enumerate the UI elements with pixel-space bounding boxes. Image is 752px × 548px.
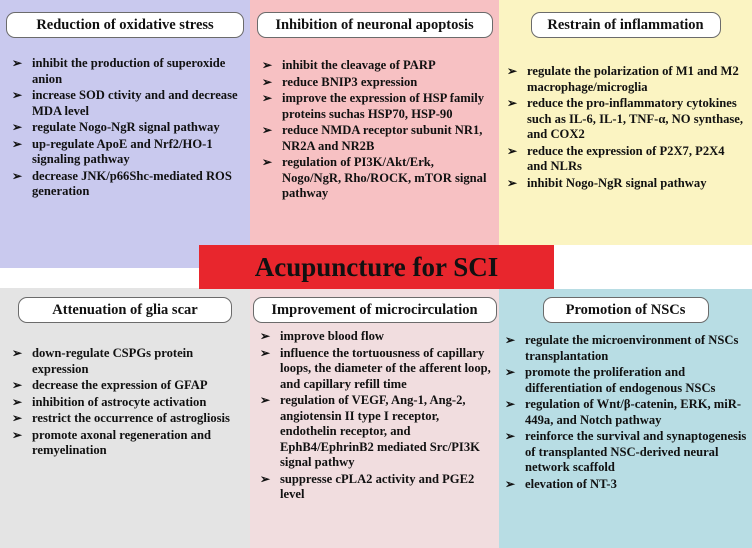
arrow-bullet-icon: ➢ [12, 168, 23, 183]
arrow-bullet-icon: ➢ [505, 429, 516, 443]
arrow-bullet-icon: ➢ [507, 96, 518, 110]
panel-neuronal-apoptosis: Inhibition of neuronal apoptosis ➢inhibi… [250, 0, 499, 245]
arrow-bullet-icon: ➢ [12, 394, 23, 409]
item-list: ➢regulate the microenvironment of NSCs t… [505, 333, 747, 493]
list-item: ➢reduce the expression of P2X7, P2X4 and… [507, 143, 725, 174]
list-item: ➢up-regulate ApoE and Nrf2/HO-1 signalin… [12, 136, 213, 167]
list-item: ➢regulation of PI3K/Akt/Erk, Nogo/NgR, R… [262, 155, 487, 200]
list-item: ➢down-regulate CSPGs protein expression [12, 346, 194, 376]
arrow-bullet-icon: ➢ [260, 329, 271, 343]
panel-nscs: Promotion of NSCs ➢regulate the microenv… [499, 289, 752, 548]
arrow-bullet-icon: ➢ [505, 365, 516, 379]
arrow-bullet-icon: ➢ [262, 155, 273, 169]
list-item: ➢inhibit Nogo-NgR signal pathway [507, 175, 707, 190]
item-list: ➢down-regulate CSPGs protein expression … [12, 346, 244, 460]
list-item: ➢promote the proliferation and different… [505, 365, 716, 395]
arrow-bullet-icon: ➢ [262, 58, 273, 72]
arrow-bullet-icon: ➢ [262, 123, 273, 137]
list-item: ➢reduce BNIP3 expression [262, 74, 418, 89]
arrow-bullet-icon: ➢ [12, 136, 23, 151]
list-item: ➢influence the tortuousness of capillary… [260, 345, 491, 391]
list-item: ➢reduce the pro-inflammatory cytokines s… [507, 96, 744, 141]
list-item: ➢improve blood flow [260, 329, 385, 343]
panel-title: Attenuation of glia scar [18, 297, 232, 323]
list-item: ➢inhibit the cleavage of PARP [262, 58, 436, 72]
arrow-bullet-icon: ➢ [12, 411, 23, 425]
panel-title: Promotion of NSCs [542, 297, 709, 323]
item-list: ➢inhibit the production of superoxide an… [12, 56, 242, 201]
arrow-bullet-icon: ➢ [12, 120, 23, 134]
list-item: ➢reinforce the survival and synaptogenes… [505, 429, 747, 474]
arrow-bullet-icon: ➢ [260, 471, 271, 486]
list-item: ➢regulate the microenvironment of NSCs t… [505, 333, 739, 363]
panel-title: Improvement of microcirculation [252, 297, 497, 323]
list-item: ➢suppresse cPLA2 activity and PGE2 level [260, 471, 475, 502]
center-title: Acupuncture for SCI [199, 245, 554, 289]
panel-glia-scar: Attenuation of glia scar ➢down-regulate … [0, 288, 250, 548]
arrow-bullet-icon: ➢ [262, 74, 273, 89]
list-item: ➢reduce NMDA receptor subunit NR1, NR2A … [262, 123, 483, 153]
item-list: ➢inhibit the cleavage of PARP ➢reduce BN… [262, 58, 494, 203]
arrow-bullet-icon: ➢ [12, 427, 23, 442]
arrow-bullet-icon: ➢ [505, 476, 516, 491]
item-list: ➢regulate the polarization of M1 and M2 … [507, 64, 745, 192]
arrow-bullet-icon: ➢ [260, 345, 271, 360]
arrow-bullet-icon: ➢ [507, 64, 518, 78]
arrow-bullet-icon: ➢ [12, 378, 23, 392]
arrow-bullet-icon: ➢ [505, 397, 516, 411]
arrow-bullet-icon: ➢ [12, 346, 23, 360]
list-item: ➢restrict the occurrence of astrogliosis [12, 411, 230, 425]
panel-title: Restrain of inflammation [530, 12, 721, 38]
arrow-bullet-icon: ➢ [507, 143, 518, 158]
list-item: ➢decrease JNK/p66Shc-mediated ROS genera… [12, 168, 232, 199]
arrow-bullet-icon: ➢ [507, 175, 518, 190]
list-item: ➢increase SOD ctivity and and decrease M… [12, 88, 238, 118]
list-item: ➢inhibit the production of superoxide an… [12, 56, 226, 86]
panel-microcirculation: Improvement of microcirculation ➢improve… [250, 289, 499, 548]
list-item: ➢decrease the expression of GFAP [12, 378, 208, 392]
panel-title: Inhibition of neuronal apoptosis [256, 12, 493, 38]
panel-inflammation: Restrain of inflammation ➢regulate the p… [499, 0, 752, 245]
list-item: ➢inhibition of astrocyte activation [12, 394, 207, 409]
arrow-bullet-icon: ➢ [262, 91, 273, 105]
arrow-bullet-icon: ➢ [260, 393, 271, 407]
list-item: ➢improve the expression of HSP family pr… [262, 91, 485, 121]
arrow-bullet-icon: ➢ [505, 333, 516, 347]
item-list: ➢improve blood flow ➢influence the tortu… [260, 329, 496, 504]
list-item: ➢regulate the polarization of M1 and M2 … [507, 64, 739, 94]
panel-oxidative-stress: Reduction of oxidative stress ➢inhibit t… [0, 0, 250, 268]
arrow-bullet-icon: ➢ [12, 88, 23, 102]
list-item: ➢regulate Nogo-NgR signal pathway [12, 120, 220, 134]
list-item: ➢elevation of NT-3 [505, 476, 617, 491]
panel-title: Reduction of oxidative stress [6, 12, 244, 38]
list-item: ➢regulation of Wnt/β-catenin, ERK, miR-4… [505, 397, 742, 427]
list-item: ➢promote axonal regeneration and remyeli… [12, 427, 211, 458]
list-item: ➢regulation of VEGF, Ang-1, Ang-2, angio… [260, 393, 480, 469]
arrow-bullet-icon: ➢ [12, 56, 23, 70]
